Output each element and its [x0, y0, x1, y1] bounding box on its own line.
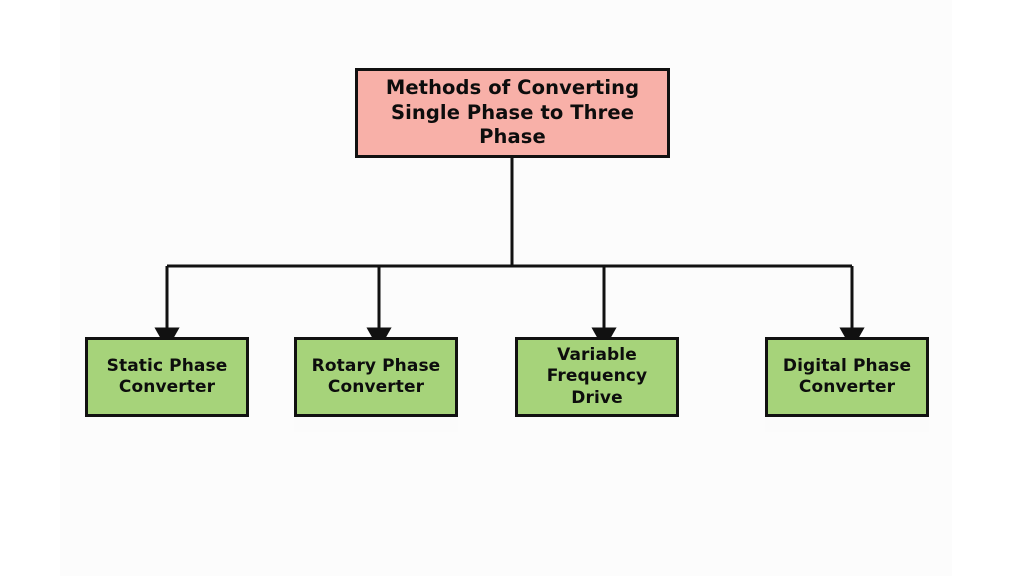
- node-1-label-block: Static Phase Converter: [101, 356, 234, 399]
- node-2-label-block: Rotary Phase Converter: [306, 356, 447, 399]
- node-rotary-phase-converter[interactable]: Rotary Phase Converter: [294, 337, 458, 417]
- node-root-label-line1: Methods of Converting: [385, 76, 640, 100]
- node-2-label-line1: Rotary Phase: [311, 355, 441, 376]
- node-4-label-line2: Converter: [798, 377, 896, 397]
- node-4-label-line1: Digital Phase: [782, 355, 912, 376]
- node-3-label-line1: Variable: [557, 344, 637, 365]
- node-root-label-block: Methods of Converting Single Phase to Th…: [358, 76, 667, 150]
- node-variable-frequency-drive[interactable]: Variable Frequency Drive: [515, 337, 679, 417]
- node-1-label-line2: Converter: [118, 377, 216, 397]
- shadow-artifact-below-node-2: [294, 418, 458, 432]
- node-static-phase-converter[interactable]: Static Phase Converter: [85, 337, 249, 417]
- node-4-label-block: Digital Phase Converter: [777, 356, 917, 399]
- node-1-label-line1: Static Phase: [106, 355, 228, 376]
- node-3-label-line2: Frequency Drive: [546, 366, 648, 408]
- node-digital-phase-converter[interactable]: Digital Phase Converter: [765, 337, 929, 417]
- node-root-label-line2: Single Phase to Three Phase: [390, 100, 635, 149]
- node-root[interactable]: Methods of Converting Single Phase to Th…: [355, 68, 670, 158]
- node-2-label-line2: Converter: [327, 377, 425, 397]
- shadow-artifact-below-node-4: [765, 418, 929, 432]
- node-3-label-block: Variable Frequency Drive: [518, 345, 676, 409]
